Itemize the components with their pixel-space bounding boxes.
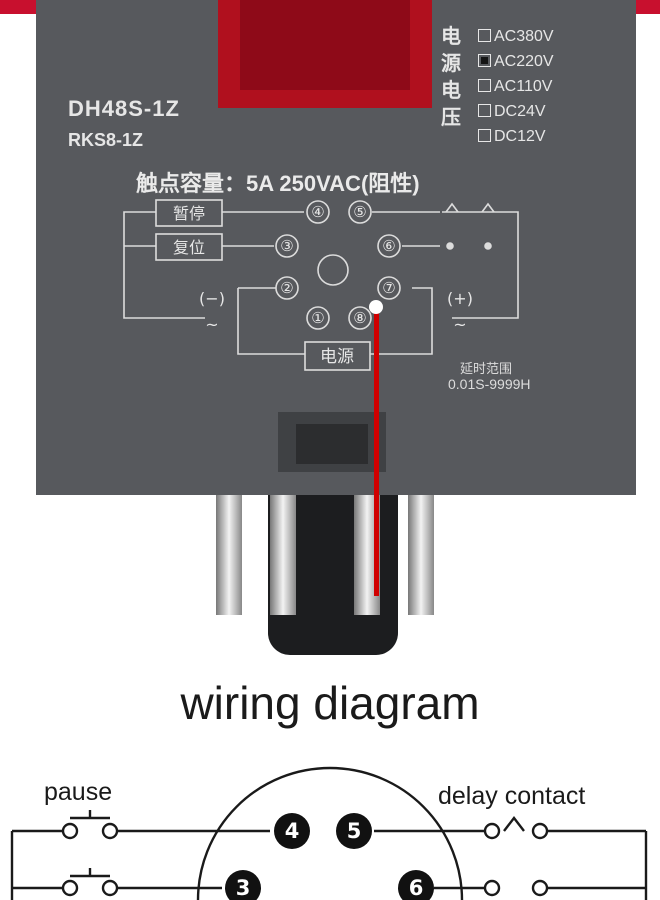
reset-box-label: 复位 xyxy=(173,238,205,257)
voltage-option: AC220V xyxy=(478,53,554,75)
checkbox-icon xyxy=(478,29,491,42)
pin-5-marker xyxy=(336,813,372,849)
voltage-heading-char: 电 xyxy=(441,26,461,48)
socket-pin xyxy=(270,495,296,615)
voltage-option: DC12V xyxy=(478,128,546,150)
pin-circle xyxy=(306,306,330,330)
checkbox-icon xyxy=(478,104,491,117)
pin-number: ⑥ xyxy=(382,237,395,255)
delay-contact-symbol xyxy=(445,202,459,213)
center-key-circle xyxy=(317,254,349,286)
pause-box-label: 暂停 xyxy=(173,204,205,223)
pin-circle xyxy=(348,200,372,224)
checked-checkbox-icon xyxy=(478,54,491,67)
contact-terminal xyxy=(531,879,549,897)
pin-number: ② xyxy=(280,279,293,297)
ac-tilde-right: ~ xyxy=(453,315,466,334)
pin-number: ③ xyxy=(280,237,293,255)
left-frame-wire xyxy=(123,211,205,319)
pin-number: ④ xyxy=(311,203,324,221)
pin-number: ⑤ xyxy=(353,203,366,221)
pin-circle xyxy=(275,276,299,300)
voltage-heading-char: 电 xyxy=(441,80,461,102)
contact-terminal xyxy=(531,822,549,840)
pin-circle xyxy=(377,234,401,258)
socket-outline xyxy=(196,766,464,900)
negative-label: (−) xyxy=(199,289,225,308)
delay-contact-icon xyxy=(503,816,525,832)
pin-4-marker xyxy=(274,813,310,849)
diagram-title: wiring diagram xyxy=(180,677,480,729)
ac-tilde-left: ~ xyxy=(205,315,218,334)
pin-number: ⑧ xyxy=(353,309,366,327)
switch-terminal xyxy=(101,879,119,897)
contact-dot xyxy=(446,242,454,250)
model-alt-number: RKS8-1Z xyxy=(68,130,144,150)
positive-label: (+) xyxy=(447,289,473,308)
contact-dot xyxy=(484,242,492,250)
delay-contact-label: delay contact xyxy=(438,782,586,810)
voltage-option-label: AC380V xyxy=(494,28,554,45)
delay-contact-symbol xyxy=(481,202,495,213)
checkbox-icon xyxy=(478,129,491,142)
model-number: DH48S-1Z xyxy=(68,96,180,121)
voltage-option: DC24V xyxy=(478,103,546,125)
pin-4-label: 4 xyxy=(285,819,300,843)
voltage-option-label: AC220V xyxy=(494,53,554,70)
right-frame-wire xyxy=(442,211,519,319)
pin-number: ⑦ xyxy=(382,279,395,297)
pointer-dot xyxy=(369,300,383,314)
pin-circle xyxy=(377,276,401,300)
voltage-heading-char: 压 xyxy=(441,107,461,129)
checkbox-icon xyxy=(478,79,491,92)
power-box-label: 电源 xyxy=(320,347,354,367)
voltage-option-label: DC12V xyxy=(494,128,546,145)
pin-5-label: 5 xyxy=(347,819,362,843)
base-slot-inner xyxy=(296,424,368,464)
delay-range-label: 延时范围 xyxy=(460,361,513,376)
product-photo: DH48S-1Z RKS8-1Z 触点容量：5A 250VAC(阻性) 电 源 … xyxy=(0,0,660,655)
switch-terminal xyxy=(101,822,119,840)
pin-number: ① xyxy=(311,309,324,327)
pause-box xyxy=(155,199,223,227)
voltage-option: AC110V xyxy=(478,78,552,100)
voltage-option-label: DC24V xyxy=(494,103,546,120)
pause-label: pause xyxy=(44,778,113,806)
power-right-wire xyxy=(370,287,433,355)
contact-terminal xyxy=(483,822,501,840)
relay-wiring-schematic: ④ ⑤ ③ ⑥ ② ⑦ ① ⑧ 暂停 复位 电源 (−) (+) ~ ~ xyxy=(123,199,519,371)
switch-terminal xyxy=(61,879,79,897)
voltage-option-label: AC110V xyxy=(494,78,553,95)
voltage-heading-char: 源 xyxy=(441,53,461,75)
voltage-heading: 电 源 电 压 xyxy=(441,24,467,132)
power-box xyxy=(304,341,371,371)
contact-capacity: 触点容量：5A 250VAC(阻性) xyxy=(136,171,420,196)
pin-3-label: 3 xyxy=(236,876,251,900)
pin-6-label: 6 xyxy=(409,876,424,900)
red-knob-inner xyxy=(240,0,410,90)
pin-6-marker xyxy=(398,870,434,900)
pin-circle xyxy=(348,306,372,330)
socket-pin xyxy=(408,495,434,615)
socket-pin xyxy=(216,495,242,615)
pin-circle xyxy=(306,200,330,224)
pin-3-marker xyxy=(225,870,261,900)
red-housing-left xyxy=(0,0,40,14)
delay-range-value: 0.01S-9999H xyxy=(448,376,531,392)
reset-box xyxy=(155,233,223,261)
pin-circle xyxy=(275,234,299,258)
contact-terminal xyxy=(483,879,501,897)
voltage-option: AC380V xyxy=(478,28,554,50)
red-pointer-line xyxy=(374,306,379,596)
power-left-wire xyxy=(237,288,305,355)
switch-terminal xyxy=(61,822,79,840)
